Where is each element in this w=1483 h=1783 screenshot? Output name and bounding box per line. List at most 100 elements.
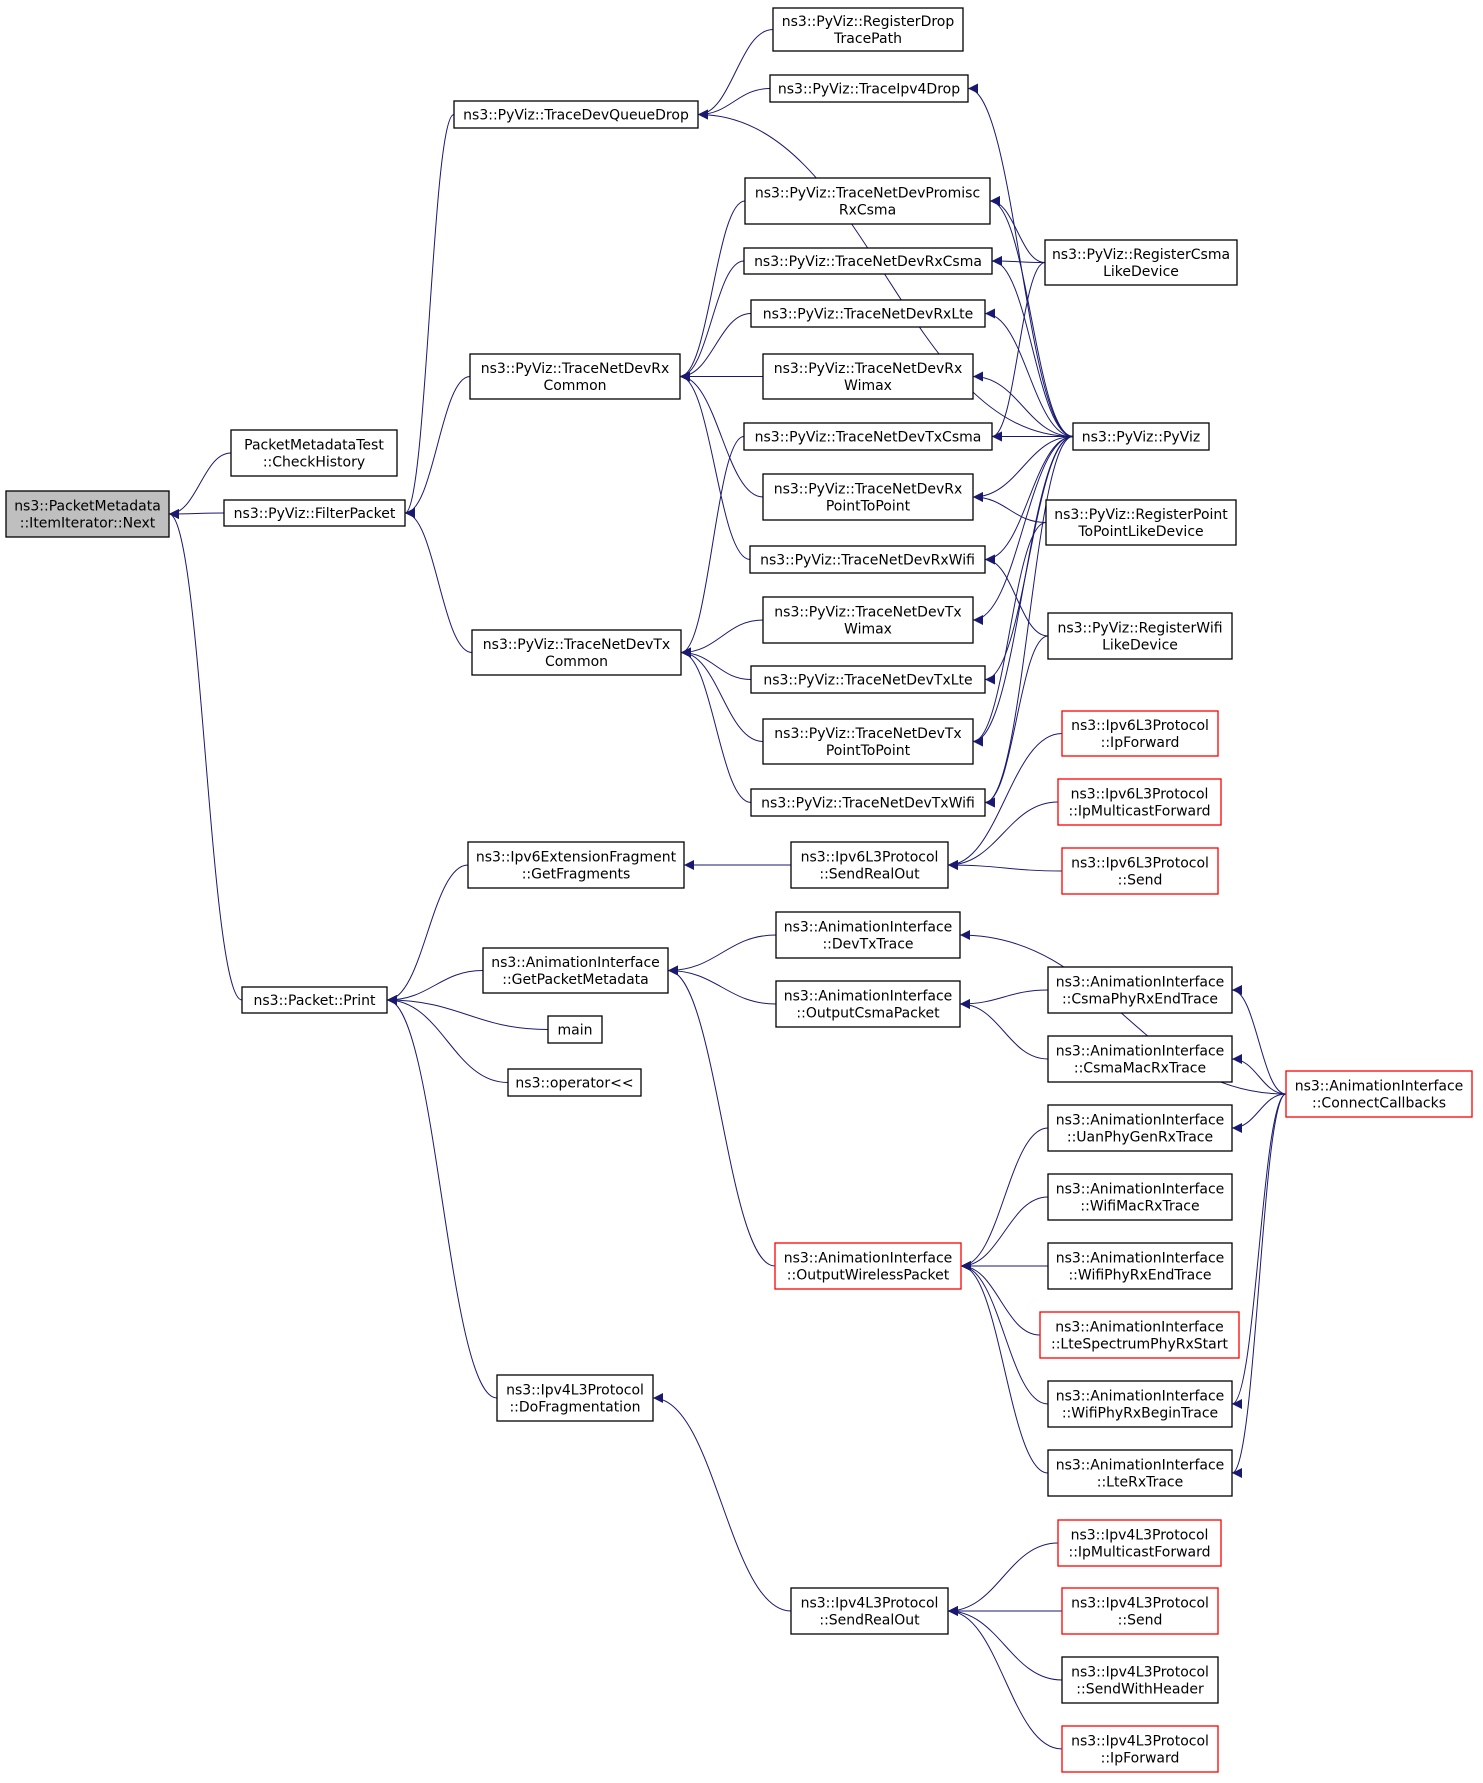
node-box[interactable] bbox=[1047, 1380, 1233, 1428]
node-box[interactable] bbox=[762, 596, 974, 644]
graph-node-root[interactable]: ns3::PacketMetadata::ItemIterator::Next bbox=[5, 490, 170, 538]
node-box[interactable] bbox=[1061, 710, 1219, 757]
graph-node-pyviz[interactable]: ns3::PyViz::PyViz bbox=[1072, 422, 1210, 451]
node-box[interactable] bbox=[1061, 847, 1219, 895]
node-box[interactable] bbox=[547, 1015, 603, 1044]
graph-node-trace-net-dev-tx-wifi[interactable]: ns3::PyViz::TraceNetDevTxWifi bbox=[750, 788, 986, 817]
graph-node-ipv6-send-real-out[interactable]: ns3::Ipv6L3Protocol::SendRealOut bbox=[790, 841, 949, 889]
node-box[interactable] bbox=[750, 665, 986, 694]
graph-node-trace-dev-queue-drop[interactable]: ns3::PyViz::TraceDevQueueDrop bbox=[453, 100, 699, 129]
graph-node-ipv4-send[interactable]: ns3::Ipv4L3Protocol::Send bbox=[1061, 1587, 1219, 1635]
node-box[interactable] bbox=[1072, 422, 1210, 451]
graph-node-ipv6-ip-multicast-forward[interactable]: ns3::Ipv6L3Protocol::IpMulticastForward bbox=[1057, 778, 1222, 826]
node-box[interactable] bbox=[744, 177, 991, 225]
node-box[interactable] bbox=[453, 100, 699, 129]
node-box[interactable] bbox=[775, 911, 961, 959]
node-box[interactable] bbox=[467, 841, 685, 889]
node-box[interactable] bbox=[1045, 499, 1237, 546]
node-box[interactable] bbox=[507, 1068, 642, 1097]
node-box[interactable] bbox=[1039, 1311, 1240, 1359]
graph-node-anim-uan-phy-gen-rx-trace[interactable]: ns3::AnimationInterface::UanPhyGenRxTrac… bbox=[1047, 1104, 1233, 1152]
node-box[interactable] bbox=[1061, 1587, 1219, 1635]
graph-node-anim-dev-tx-trace[interactable]: ns3::AnimationInterface::DevTxTrace bbox=[775, 911, 961, 959]
graph-node-anim-csma-phy-rx-end-trace[interactable]: ns3::AnimationInterface::CsmaPhyRxEndTra… bbox=[1047, 966, 1233, 1014]
node-box[interactable] bbox=[762, 353, 974, 400]
graph-node-main[interactable]: main bbox=[547, 1015, 603, 1044]
node-box[interactable] bbox=[1057, 778, 1222, 826]
graph-node-ipv6-send[interactable]: ns3::Ipv6L3Protocol::Send bbox=[1061, 847, 1219, 895]
graph-node-anim-wifi-phy-rx-end-trace[interactable]: ns3::AnimationInterface::WifiPhyRxEndTra… bbox=[1047, 1242, 1233, 1290]
node-box[interactable] bbox=[749, 545, 986, 574]
graph-node-ipv4-ip-forward[interactable]: ns3::Ipv4L3Protocol::IpForward bbox=[1061, 1725, 1219, 1773]
graph-node-ipv4-do-fragmentation[interactable]: ns3::Ipv4L3Protocol::DoFragmentation bbox=[496, 1374, 654, 1422]
node-box[interactable] bbox=[1047, 966, 1233, 1014]
graph-node-operator-lshift[interactable]: ns3::operator<< bbox=[507, 1068, 642, 1097]
node-box[interactable] bbox=[1047, 1035, 1233, 1083]
node-box[interactable] bbox=[1047, 1449, 1233, 1497]
node-box[interactable] bbox=[230, 429, 398, 477]
graph-node-anim-lte-rx-trace[interactable]: ns3::AnimationInterface::LteRxTrace bbox=[1047, 1449, 1233, 1497]
node-box[interactable] bbox=[1047, 612, 1233, 660]
graph-node-anim-output-csma-packet[interactable]: ns3::AnimationInterface::OutputCsmaPacke… bbox=[775, 980, 961, 1028]
graph-node-ipv6-ext-frag-get-fragments[interactable]: ns3::Ipv6ExtensionFragment::GetFragments bbox=[467, 841, 685, 889]
node-box[interactable] bbox=[743, 247, 993, 275]
node-box[interactable] bbox=[1047, 1104, 1233, 1152]
graph-node-anim-lte-spectrum-phy-rx-start[interactable]: ns3::AnimationInterface::LteSpectrumPhyR… bbox=[1039, 1311, 1240, 1359]
graph-node-trace-net-dev-tx-lte[interactable]: ns3::PyViz::TraceNetDevTxLte bbox=[750, 665, 986, 694]
node-box[interactable] bbox=[471, 629, 682, 676]
node-box[interactable] bbox=[5, 490, 170, 538]
node-box[interactable] bbox=[762, 473, 974, 521]
node-box[interactable] bbox=[241, 986, 388, 1014]
node-box[interactable] bbox=[775, 980, 961, 1028]
graph-node-trace-ipv4-drop[interactable]: ns3::PyViz::TraceIpv4Drop bbox=[769, 74, 969, 103]
graph-node-anim-csma-mac-rx-trace[interactable]: ns3::AnimationInterface::CsmaMacRxTrace bbox=[1047, 1035, 1233, 1083]
graph-node-filter-packet[interactable]: ns3::PyViz::FilterPacket bbox=[223, 499, 406, 527]
node-box[interactable] bbox=[482, 947, 669, 994]
node-box[interactable] bbox=[223, 499, 406, 527]
graph-node-check-history[interactable]: PacketMetadataTest::CheckHistory bbox=[230, 429, 398, 477]
graph-node-anim-wifi-mac-rx-trace[interactable]: ns3::AnimationInterface::WifiMacRxTrace bbox=[1047, 1173, 1233, 1221]
graph-node-anim-get-packet-metadata[interactable]: ns3::AnimationInterface::GetPacketMetada… bbox=[482, 947, 669, 994]
graph-node-anim-output-wireless-packet[interactable]: ns3::AnimationInterface::OutputWirelessP… bbox=[774, 1242, 962, 1290]
node-box[interactable] bbox=[1047, 1242, 1233, 1290]
node-box[interactable] bbox=[774, 1242, 962, 1290]
node-box[interactable] bbox=[1044, 239, 1238, 286]
node-box[interactable] bbox=[496, 1374, 654, 1422]
node-box[interactable] bbox=[790, 841, 949, 889]
node-box[interactable] bbox=[1285, 1070, 1473, 1118]
node-box[interactable] bbox=[772, 7, 964, 52]
node-box[interactable] bbox=[769, 74, 969, 103]
node-box[interactable] bbox=[1061, 1656, 1219, 1704]
graph-node-packet-print[interactable]: ns3::Packet::Print bbox=[241, 986, 388, 1014]
node-box[interactable] bbox=[762, 718, 974, 765]
graph-node-trace-net-dev-rx-csma[interactable]: ns3::PyViz::TraceNetDevRxCsma bbox=[743, 247, 993, 275]
graph-node-trace-net-dev-tx-csma[interactable]: ns3::PyViz::TraceNetDevTxCsma bbox=[743, 422, 993, 451]
node-box[interactable] bbox=[469, 353, 681, 400]
node-box[interactable] bbox=[790, 1587, 949, 1635]
node-box[interactable] bbox=[1061, 1725, 1219, 1773]
graph-node-ipv4-send-with-header[interactable]: ns3::Ipv4L3Protocol::SendWithHeader bbox=[1061, 1656, 1219, 1704]
node-box[interactable] bbox=[750, 299, 986, 328]
node-box[interactable] bbox=[750, 788, 986, 817]
graph-node-register-p2p-like-device[interactable]: ns3::PyViz::RegisterPointToPointLikeDevi… bbox=[1045, 499, 1237, 546]
graph-node-ipv4-ip-multicast-forward[interactable]: ns3::Ipv4L3Protocol::IpMulticastForward bbox=[1057, 1519, 1222, 1567]
graph-node-anim-connect-callbacks[interactable]: ns3::AnimationInterface::ConnectCallback… bbox=[1285, 1070, 1473, 1118]
node-box[interactable] bbox=[743, 422, 993, 451]
graph-node-ipv4-send-real-out[interactable]: ns3::Ipv4L3Protocol::SendRealOut bbox=[790, 1587, 949, 1635]
graph-node-trace-net-dev-rx-wifi[interactable]: ns3::PyViz::TraceNetDevRxWifi bbox=[749, 545, 986, 574]
node-box[interactable] bbox=[1047, 1173, 1233, 1221]
graph-node-ipv6-ip-forward[interactable]: ns3::Ipv6L3Protocol::IpForward bbox=[1061, 710, 1219, 757]
graph-node-trace-net-dev-rx-lte[interactable]: ns3::PyViz::TraceNetDevRxLte bbox=[750, 299, 986, 328]
node-box[interactable] bbox=[1057, 1519, 1222, 1567]
graph-node-anim-wifi-phy-rx-begin-trace[interactable]: ns3::AnimationInterface::WifiPhyRxBeginT… bbox=[1047, 1380, 1233, 1428]
